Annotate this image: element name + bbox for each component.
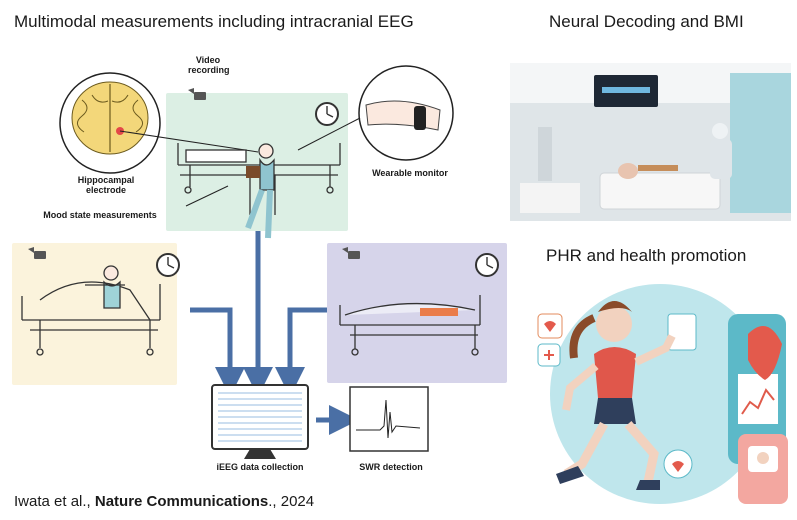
citation-year: ., 2024 <box>268 493 315 510</box>
bed-with-patient-lying <box>339 295 481 356</box>
citation-journal: Nature Communications <box>94 493 269 510</box>
hospital-room-image <box>510 63 791 221</box>
wearable-pointer-line <box>297 117 361 151</box>
yellow-panel-background <box>12 243 177 385</box>
clock-icon-yellow <box>156 253 180 277</box>
swr-plot <box>349 386 429 452</box>
swr-detection-label: SWR detection <box>359 462 423 472</box>
eeg-monitor-icon <box>211 384 309 459</box>
clock-icon-purple <box>475 253 499 277</box>
video-camera-icon-yellow <box>28 247 46 259</box>
video-camera-icon-purple <box>342 247 360 259</box>
video-camera-icon <box>188 88 206 100</box>
bed-with-patient-sitting <box>177 143 341 239</box>
citation: Iwata et al., Nature Communications., 20… <box>14 493 314 510</box>
wearable-monitor-label: Wearable monitor <box>372 168 448 178</box>
mood-state-label: Mood state measurements <box>43 210 157 220</box>
citation-authors: Iwata et al., <box>14 493 95 510</box>
bed-with-patient-eating <box>21 265 161 356</box>
bmi-section-title: Neural Decoding and BMI <box>549 12 744 31</box>
ieeg-collection-label: iEEG data collection <box>216 462 304 472</box>
phr-section-title: PHR and health promotion <box>546 246 747 265</box>
clock-icon <box>315 102 339 126</box>
mood-pointer-line <box>185 185 229 207</box>
left-section-title: Multimodal measurements including intrac… <box>14 12 414 31</box>
brain-mri-icon <box>59 72 161 174</box>
electrode-lead-line <box>119 130 259 153</box>
wearable-wrist-icon <box>358 65 454 161</box>
flow-arrows <box>190 231 359 435</box>
phr-running-illustration <box>528 274 793 514</box>
